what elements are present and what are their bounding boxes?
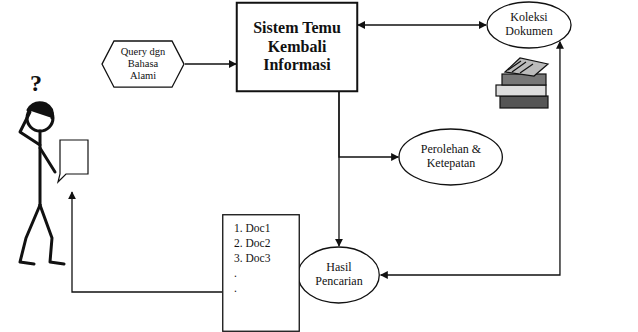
book-pages (508, 61, 533, 73)
person-leg (40, 205, 64, 264)
person-leg (20, 205, 40, 264)
book (500, 96, 548, 108)
node-label: Perolehan & Ketepatan (415, 143, 487, 171)
node-label: Sistem Temu Kembali Informasi (247, 19, 347, 74)
speech-bubble (58, 140, 88, 182)
question-mark: ? (30, 70, 42, 97)
result-ellipse: Hasil Pencarian (297, 246, 380, 304)
outline-path (298, 247, 379, 303)
result-to-user-line (72, 192, 222, 292)
outline-path (223, 215, 300, 332)
list-item: 1. Doc1 (234, 221, 270, 236)
node-content: Hasil Pencarian (311, 261, 367, 289)
flow-connector (339, 92, 398, 157)
node-label: Koleksi Dokumen (500, 11, 558, 39)
outline-path (237, 3, 358, 92)
query-hexagon: Query dgn Bahasa Alami (101, 40, 185, 88)
book (496, 85, 546, 96)
node-content: Sistem Temu Kembali Informasi (247, 19, 347, 74)
flow-connector (381, 42, 560, 275)
list-item: . (234, 266, 270, 281)
flow-connector (358, 24, 486, 25)
list-item: 3. Doc3 (234, 251, 270, 266)
system-box: Sistem Temu Kembali Informasi (236, 2, 358, 92)
flow-connector (185, 63, 236, 64)
person-hair (28, 103, 52, 118)
list-item: 2. Doc2 (234, 236, 270, 251)
node-label: Query dgn Bahasa Alami (116, 46, 170, 82)
bubble-outline (58, 140, 88, 182)
node-content: 1. Doc12. Doc23. Doc3.. (222, 214, 270, 296)
book-stack (496, 58, 548, 108)
person-arm (40, 148, 55, 172)
book-open (505, 58, 548, 76)
list-item: . (234, 281, 270, 296)
book (502, 74, 546, 85)
collection-ellipse: Koleksi Dokumen (486, 1, 572, 49)
document-list: 1. Doc12. Doc23. Doc3.. (222, 214, 300, 332)
person-body (39, 131, 42, 205)
node-content: Perolehan & Ketepatan (415, 143, 487, 171)
evaluation-ellipse: Perolehan & Ketepatan (398, 128, 503, 186)
node-content: Query dgn Bahasa Alami (116, 46, 170, 82)
person-arm-raised (20, 112, 40, 145)
outline-path (399, 129, 502, 185)
outline-path (487, 2, 571, 48)
node-content: Koleksi Dokumen (500, 11, 558, 39)
node-label: Hasil Pencarian (311, 261, 367, 289)
outline-path (102, 41, 184, 87)
